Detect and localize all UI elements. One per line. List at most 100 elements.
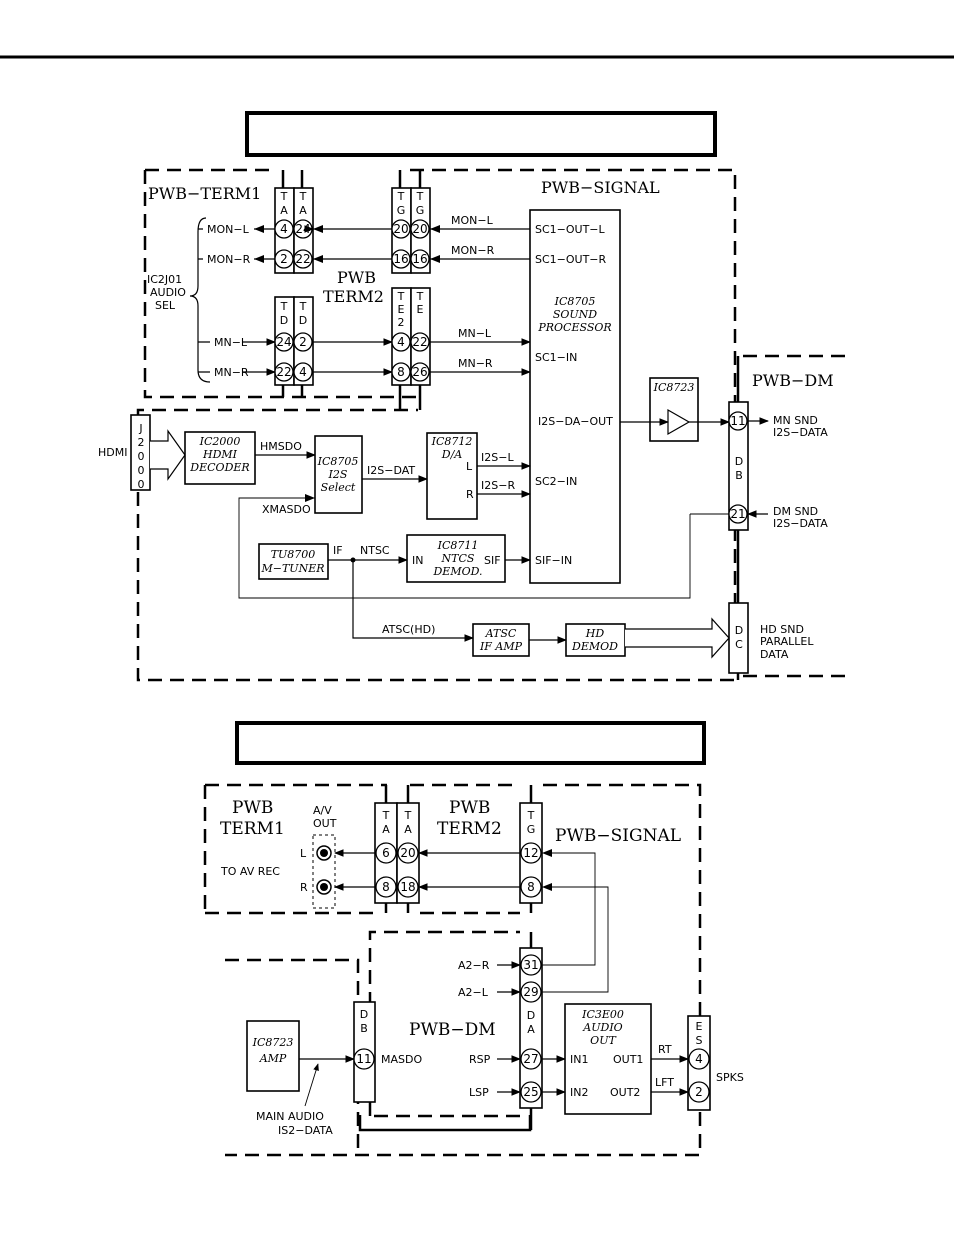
- bottom-board-outlines: [205, 783, 702, 1157]
- label-lft: LFT: [655, 1076, 674, 1089]
- board-label-term2-b: TERM2: [323, 287, 384, 306]
- label-main-audio: MAIN AUDIO: [256, 1110, 324, 1123]
- svg-text:G: G: [416, 204, 425, 217]
- ic8711-block: [406, 534, 506, 583]
- label-dm-snd: DM SND: [773, 505, 818, 518]
- svg-text:18: 18: [400, 880, 415, 894]
- svg-text:22: 22: [276, 365, 291, 379]
- svg-text:2: 2: [138, 436, 145, 449]
- ic2000-block: [184, 431, 256, 485]
- svg-text:D: D: [735, 624, 743, 637]
- svg-text:A: A: [404, 823, 412, 836]
- svg-text:T: T: [416, 290, 424, 303]
- svg-text:DECODER: DECODER: [189, 461, 249, 474]
- svg-text:0: 0: [138, 478, 145, 491]
- svg-text:C: C: [735, 638, 743, 651]
- svg-text:R: R: [466, 488, 474, 501]
- label-hd-snd: HD SND: [760, 623, 804, 636]
- svg-text:E: E: [417, 303, 424, 316]
- svg-text:22: 22: [295, 252, 310, 266]
- label-mn-l: MN−L: [214, 336, 248, 349]
- label-xmasdo: XMASDO: [262, 503, 311, 516]
- label-spks: SPKS: [716, 1071, 744, 1084]
- svg-text:22: 22: [412, 335, 427, 349]
- svg-text:20: 20: [400, 846, 415, 860]
- label-audio-sel-1: IC2J01: [147, 273, 182, 286]
- i2s-select-block: [314, 435, 363, 514]
- svg-text:D: D: [280, 314, 288, 327]
- bottom-label-dm: PWB−DM: [409, 1020, 496, 1040]
- svg-text:20: 20: [393, 222, 408, 236]
- hdmi-bus-arrow: [150, 429, 186, 481]
- svg-text:IC8723: IC8723: [653, 381, 695, 394]
- label-ntsc: NTSC: [360, 544, 390, 557]
- ic3e00-block: [564, 1003, 652, 1115]
- svg-text:IC2000: IC2000: [199, 435, 241, 448]
- svg-text:2: 2: [695, 1085, 703, 1099]
- svg-text:A: A: [527, 1023, 535, 1036]
- pin-sc1-out-r: SC1−OUT−R: [535, 253, 607, 266]
- svg-text:12: 12: [523, 846, 538, 860]
- bottom-connector-da: 31 29 D A 27 25: [519, 932, 543, 1130]
- svg-text:OUT2: OUT2: [610, 1086, 640, 1099]
- svg-text:4: 4: [695, 1052, 703, 1066]
- svg-text:IC8705: IC8705: [317, 455, 359, 468]
- svg-text:2: 2: [280, 252, 288, 266]
- board-label-dm: PWB−DM: [752, 371, 834, 390]
- svg-text:AUDIO: AUDIO: [582, 1021, 622, 1034]
- svg-text:DEMOD.: DEMOD.: [432, 565, 482, 578]
- svg-text:IS2−DATA: IS2−DATA: [278, 1124, 333, 1137]
- svg-text:ATSC: ATSC: [485, 627, 517, 640]
- svg-text:T: T: [404, 809, 412, 822]
- svg-text:2: 2: [398, 316, 405, 329]
- svg-text:IN1: IN1: [570, 1053, 588, 1066]
- svg-text:E: E: [398, 303, 405, 316]
- board-label-signal: PWB−SIGNAL: [541, 178, 660, 197]
- svg-text:IC8723: IC8723: [252, 1036, 294, 1049]
- label-av-out-a: A/V: [313, 804, 332, 817]
- svg-text:IF AMP: IF AMP: [479, 640, 523, 653]
- label-mn-r: MN−R: [214, 366, 249, 379]
- svg-text:D: D: [360, 1008, 368, 1021]
- svg-text:R: R: [300, 881, 308, 894]
- bottom-connector-db: D B 11: [353, 1001, 376, 1103]
- bottom-label-term2-a: PWB: [449, 798, 490, 818]
- svg-text:T: T: [397, 290, 405, 303]
- svg-text:DATA: DATA: [760, 648, 789, 661]
- board-label-term1: PWB−TERM1: [148, 184, 261, 203]
- svg-text:25: 25: [523, 1085, 538, 1099]
- pin-sif-in: SIF−IN: [535, 554, 572, 567]
- svg-text:DEMOD: DEMOD: [571, 640, 618, 653]
- svg-text:8: 8: [382, 880, 390, 894]
- svg-text:8: 8: [527, 880, 535, 894]
- label-masdo: MASDO: [381, 1053, 422, 1066]
- svg-text:I2S−DATA: I2S−DATA: [773, 426, 828, 439]
- svg-text:L: L: [466, 460, 473, 473]
- bottom-label-term1-b: TERM1: [220, 819, 285, 839]
- svg-text:PARALLEL: PARALLEL: [760, 635, 814, 648]
- svg-text:4: 4: [397, 335, 405, 349]
- hd-parallel-bus-arrow: [625, 617, 730, 659]
- audio-sel-brace: [189, 217, 211, 383]
- top-title-box: [245, 111, 717, 157]
- label-i2s-r: I2S−R: [481, 479, 515, 492]
- pin-sc1-in: SC1−IN: [535, 351, 577, 364]
- pin-sc2-in: SC2−IN: [535, 475, 577, 488]
- svg-text:L: L: [300, 847, 307, 860]
- label-to-av-rec: TO AV REC: [220, 865, 280, 878]
- svg-text:A: A: [382, 823, 390, 836]
- label-hmsdo: HMSDO: [260, 440, 302, 453]
- label-mon-l: MON−L: [207, 223, 250, 236]
- label-lsp: LSP: [469, 1086, 489, 1099]
- svg-text:T: T: [299, 300, 307, 313]
- label-rt: RT: [658, 1043, 672, 1056]
- svg-text:16: 16: [412, 252, 427, 266]
- svg-text:S: S: [696, 1034, 703, 1047]
- label-mn-snd: MN SND: [773, 414, 818, 427]
- svg-text:T: T: [280, 190, 288, 203]
- svg-text:Select: Select: [321, 481, 356, 494]
- svg-text:T: T: [527, 809, 535, 822]
- label-i2s-dat: I2S−DAT: [367, 464, 415, 477]
- label-mon-r-signal: MON−R: [451, 244, 495, 257]
- board-label-term2-a: PWB: [337, 268, 376, 287]
